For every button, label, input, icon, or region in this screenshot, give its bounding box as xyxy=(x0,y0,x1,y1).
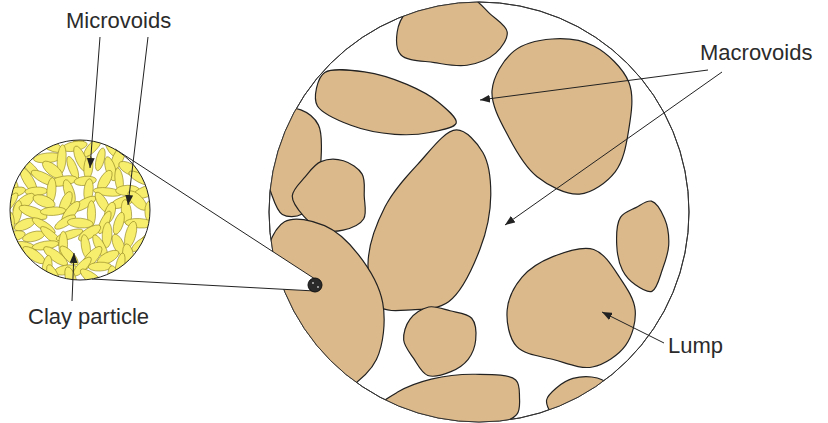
clay-particle-shape xyxy=(83,155,94,179)
zoom-circle xyxy=(10,140,150,280)
clay-particle-shape xyxy=(3,273,27,286)
clay-particle-shape xyxy=(124,261,151,271)
leader-line xyxy=(128,37,148,205)
leader-lines xyxy=(72,37,722,343)
leader-line xyxy=(90,37,100,168)
lump-shape xyxy=(404,307,476,377)
soil-sample-outline xyxy=(269,2,689,422)
clay-particle-shape xyxy=(30,133,57,141)
zoom-wedge xyxy=(92,149,315,291)
zoom-line xyxy=(115,149,315,279)
clay-particle-shape xyxy=(3,211,15,238)
zoom-spot-speck xyxy=(317,286,319,288)
lump-shape xyxy=(617,201,669,292)
clay-particle-shape xyxy=(153,187,170,217)
lump-shape xyxy=(315,70,456,135)
clay-particle-shape xyxy=(8,243,24,269)
clay-particle-shape xyxy=(139,269,159,292)
part-label: Lump xyxy=(668,333,723,359)
clay-particle-shape xyxy=(16,256,41,281)
part-label: Microvoids xyxy=(66,8,171,34)
clay-particle-shape xyxy=(11,126,42,143)
clay-particle-shape xyxy=(137,133,159,158)
lump-shape xyxy=(259,219,385,404)
lump-shape xyxy=(397,0,508,66)
clay-particle-shape xyxy=(146,123,169,147)
lump-shape xyxy=(368,130,491,311)
leader-line xyxy=(602,312,664,343)
lump-shape xyxy=(547,377,623,421)
lump-shape xyxy=(507,248,635,367)
leader-line xyxy=(480,70,708,100)
part-label: Clay particle xyxy=(28,304,149,330)
clay-particle-shape xyxy=(107,265,119,288)
leader-line xyxy=(72,253,74,301)
lump-group xyxy=(259,0,669,423)
lump-shape xyxy=(492,39,632,194)
lump-shape xyxy=(376,374,520,423)
clay-particle-shape xyxy=(111,211,127,236)
clay-particle-shape xyxy=(23,142,47,154)
particle-group xyxy=(0,118,174,293)
clay-particle-shape xyxy=(148,144,168,170)
zoom-circle-ground xyxy=(10,140,150,280)
clay-particle-shape xyxy=(139,244,151,269)
part-label: Macrovoids xyxy=(700,40,812,66)
clay-particle-shape xyxy=(144,172,171,190)
zoom-line xyxy=(92,279,315,291)
zoom-spot xyxy=(308,278,322,292)
clay-particle-shape xyxy=(0,144,13,173)
clay-particle-shape xyxy=(4,139,30,156)
clay-particle-shape xyxy=(113,252,127,281)
clay-particle-shape xyxy=(127,124,150,148)
clay-particle-shape xyxy=(150,238,173,251)
clay-particle-shape xyxy=(0,130,19,143)
clay-particle-shape xyxy=(141,259,172,278)
clay-particle-shape xyxy=(20,270,44,287)
clay-particle-shape xyxy=(57,243,81,267)
clay-particle-shape xyxy=(109,128,134,143)
clay-particle-shape xyxy=(0,260,22,274)
clay-particle-shape xyxy=(120,267,144,289)
clay-particle-shape xyxy=(40,206,66,216)
clay-particle-shape xyxy=(148,218,174,231)
leader-line xyxy=(505,72,722,225)
zoom-spot-speck xyxy=(312,282,314,284)
